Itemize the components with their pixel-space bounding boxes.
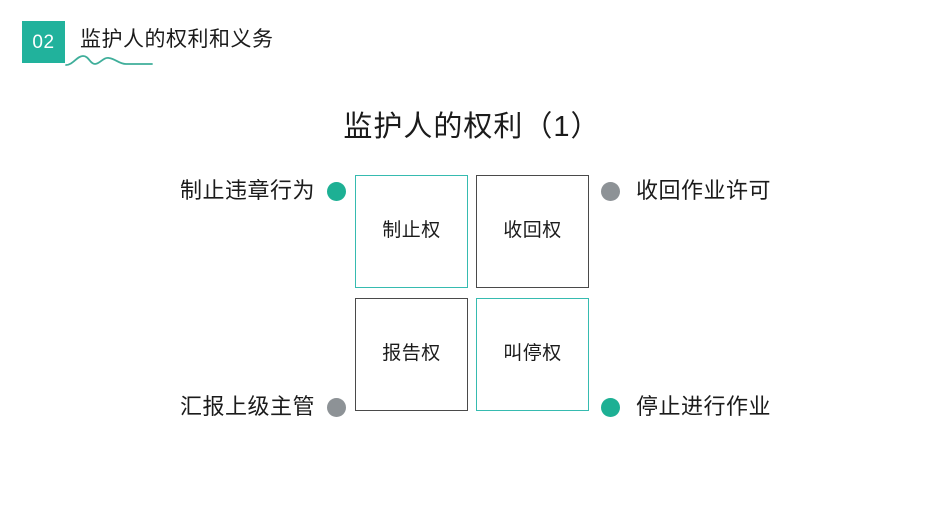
diagram-box-label: 报告权	[382, 343, 441, 365]
diagram-node-caption: 制止违章行为	[179, 177, 315, 203]
diagram-node-caption: 汇报上级主管	[179, 393, 315, 419]
diagram-box-zhizhiquan: 制止权	[355, 175, 468, 288]
wavy-underline-icon	[65, 55, 153, 66]
diagram-node-bottom-right: 停止进行作业	[601, 390, 901, 424]
diagram-box-jiaotingquan: 叫停权	[476, 298, 589, 411]
diagram-box-label: 制止权	[382, 220, 441, 242]
section-number-badge: 02	[22, 21, 65, 63]
bullet-dot-gray-icon	[601, 181, 620, 201]
diagram-node-caption: 收回作业许可	[636, 177, 772, 203]
section-number-label: 02	[32, 31, 55, 53]
diagram-box-shouhuiquan: 收回权	[476, 175, 589, 288]
diagram-box-label: 收回权	[503, 220, 562, 242]
diagram-node-top-right: 收回作业许可	[601, 174, 901, 208]
diagram-node-top-left: 制止违章行为	[110, 174, 346, 208]
diagram-box-baogaoquan: 报告权	[355, 298, 468, 411]
bullet-dot-gray-icon	[327, 397, 346, 417]
bullet-dot-teal-icon	[601, 397, 620, 417]
diagram-node-bottom-left: 汇报上级主管	[110, 390, 346, 424]
slide-header: 02 监护人的权利和义务	[0, 0, 944, 90]
bullet-dot-teal-icon	[327, 181, 346, 201]
diagram-box-label: 叫停权	[503, 343, 562, 365]
section-title: 监护人的权利和义务	[80, 28, 274, 51]
diagram-node-caption: 停止进行作业	[636, 393, 772, 419]
page-title: 监护人的权利（1）	[343, 111, 601, 143]
